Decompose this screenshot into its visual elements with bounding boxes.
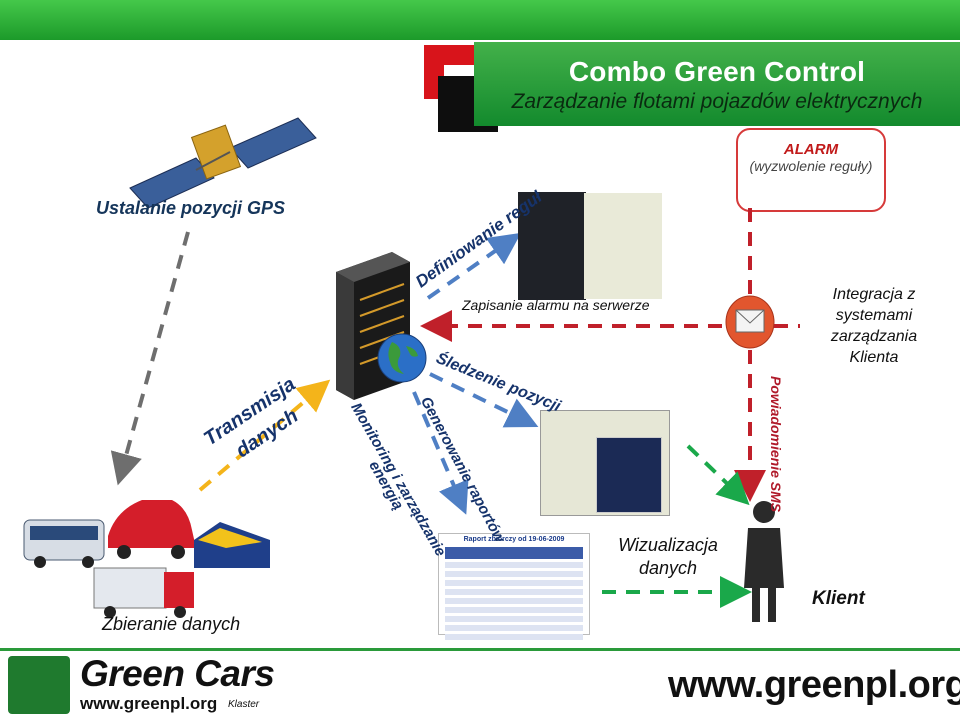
report-title: Raport zbiorczy od 19-06-2009	[463, 536, 565, 543]
truck-icon	[93, 567, 194, 618]
tracking-arrow	[429, 372, 539, 428]
report-table-row	[445, 598, 583, 604]
page-subtitle: Zarządzanie flotami pojazdów elektryczny…	[511, 90, 923, 113]
gps-label: Ustalanie pozycji GPS	[96, 198, 286, 218]
satellite-icon	[129, 117, 317, 209]
gps-arrow	[110, 231, 190, 486]
report-table-row	[445, 607, 583, 613]
bus-icon	[23, 519, 105, 568]
collection-label: Zbieranie danych	[102, 614, 241, 634]
page-title: Combo Green Control	[568, 56, 866, 87]
car-icon	[108, 500, 196, 559]
report-table-row	[445, 589, 583, 595]
train-icon	[194, 522, 270, 568]
report-table-row	[445, 634, 583, 640]
alarm-box: ALARM (wyzwolenie reguły)	[736, 128, 886, 212]
integration-label: Integracja z systemami zarządzania Klien…	[830, 286, 918, 366]
store-alarm-label: Zapisanie alarmu na serwerze	[462, 297, 650, 313]
footer-divider	[0, 648, 960, 651]
rules-map-screenshot	[584, 193, 662, 299]
sms-label: Powiadomienie SMS	[768, 376, 784, 513]
top-green-bar	[0, 0, 960, 40]
visualization-arrow-top	[686, 444, 750, 506]
rules-arrow	[426, 232, 522, 300]
visualization-label: Wizualizacja danych	[618, 535, 718, 578]
report-table-row	[445, 625, 583, 631]
envelope-icon	[725, 295, 775, 349]
report-table-row	[445, 616, 583, 622]
footer-brand-url: www.greenpl.org	[80, 694, 218, 713]
transmission-arrow	[198, 379, 331, 492]
report-screenshot: Raport zbiorczy od 19-06-2009	[438, 533, 590, 640]
footer	[0, 648, 960, 720]
alarm-title: ALARM	[783, 141, 839, 158]
green-cars-logo-icon	[8, 656, 70, 714]
report-table-row	[445, 580, 583, 586]
tracking-info-popup	[596, 437, 662, 513]
footer-brand: Green Cars	[80, 653, 275, 694]
client-person-icon	[744, 501, 784, 622]
report-table-header	[445, 547, 583, 559]
report-table-row	[445, 562, 583, 568]
reports-arrow	[412, 391, 469, 515]
rules-app-screenshot	[518, 192, 586, 300]
report-table-row	[445, 571, 583, 577]
alarm-subtitle: (wyzwolenie reguły)	[749, 158, 873, 174]
footer-brand-tag: Klaster	[228, 699, 260, 710]
globe-icon	[377, 333, 427, 383]
title-panel: Combo Green Control Zarządzanie flotami …	[474, 42, 960, 126]
client-label: Klient	[812, 588, 865, 609]
footer-site-url: www.greenpl.org	[668, 664, 960, 706]
